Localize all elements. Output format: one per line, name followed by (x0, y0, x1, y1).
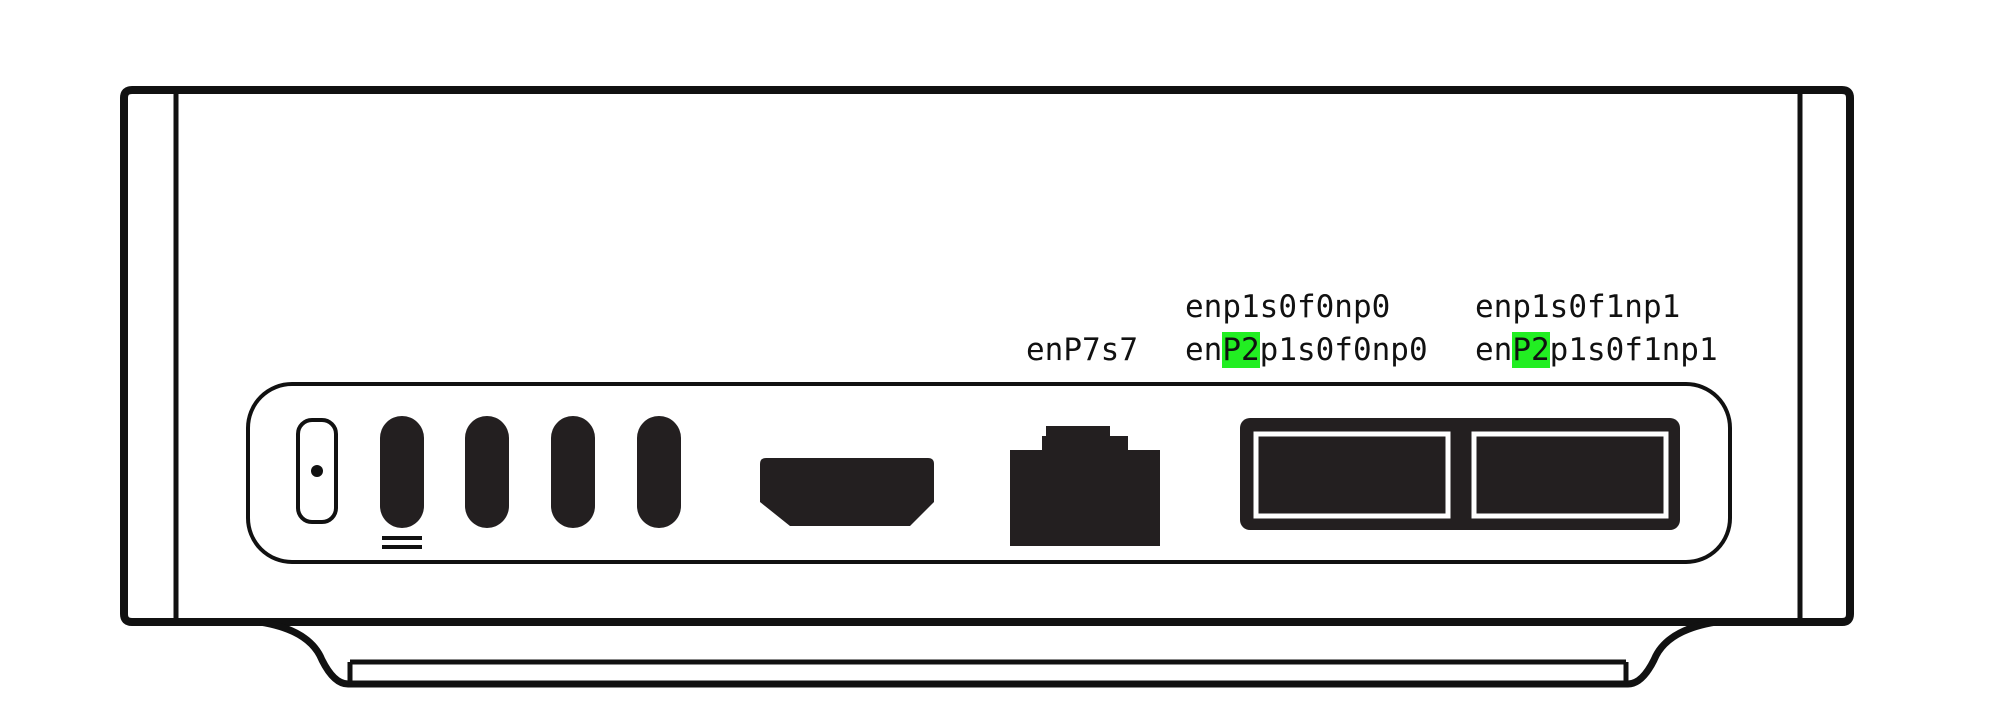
qsfp0-alt-suffix: p1s0f0np0 (1259, 332, 1428, 368)
qsfp-port-0 (1253, 431, 1451, 519)
qsfp0-alt-prefix: en (1185, 332, 1223, 368)
power-delivery-icon (382, 536, 422, 549)
qsfp0-alt-highlight: P2 (1222, 332, 1260, 368)
qsfp1-alt-suffix: p1s0f1np1 (1549, 332, 1718, 368)
chassis-foot (259, 618, 1717, 688)
hdmi-port-icon (760, 458, 934, 526)
dual-qsfp-cage-icon (1240, 418, 1680, 530)
qsfp0-alt-interface-label: enP2p1s0f0np0 (1185, 331, 1428, 369)
rj45-interface-label: enP7s7 (1026, 332, 1138, 368)
usb-c-port-icon (637, 416, 681, 528)
qsfp1-interface-label: enp1s0f1np1 (1475, 289, 1681, 325)
usb-c-port-icon (465, 416, 509, 528)
usb-c-ports (380, 416, 681, 528)
chassis-foot-inner (347, 659, 1629, 684)
chassis (120, 86, 1854, 688)
qsfp1-alt-interface-label: enP2p1s0f1np1 (1475, 331, 1718, 369)
port-panel (246, 382, 1732, 564)
qsfp1-alt-prefix: en (1475, 332, 1513, 368)
qsfp0-interface-label: enp1s0f0np0 (1185, 289, 1391, 325)
power-button-icon (296, 418, 338, 524)
qsfp1-alt-highlight: P2 (1512, 332, 1550, 368)
qsfp-port-1 (1471, 431, 1669, 519)
chassis-outline (120, 86, 1854, 626)
usb-c-port-icon (380, 416, 424, 528)
usb-c-port-icon (551, 416, 595, 528)
ethernet-port-icon (1010, 426, 1160, 546)
